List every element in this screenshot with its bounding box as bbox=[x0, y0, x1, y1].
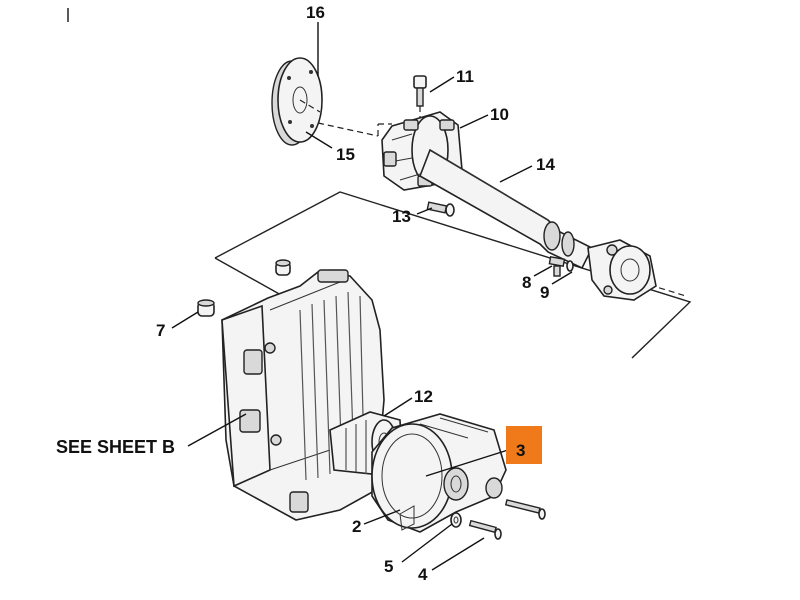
assembly-outline bbox=[214, 122, 692, 359]
callout-10[interactable]: 10 bbox=[490, 105, 509, 124]
highlight-box bbox=[506, 426, 542, 464]
callout-12[interactable]: 12 bbox=[414, 387, 433, 406]
callout-7[interactable]: 7 bbox=[156, 321, 165, 340]
callout-13[interactable]: 13 bbox=[392, 207, 411, 226]
universal-joint bbox=[587, 239, 657, 301]
see-sheet-reference[interactable]: SEE SHEET B bbox=[56, 437, 175, 457]
bolt-and-washer-8-9 bbox=[548, 256, 574, 277]
callout-16[interactable]: 16 bbox=[306, 3, 325, 22]
plug-top bbox=[275, 259, 291, 276]
bolt-4 bbox=[468, 519, 502, 540]
callout-8[interactable]: 8 bbox=[522, 273, 531, 292]
drive-shaft bbox=[419, 148, 594, 270]
gearbox-housing bbox=[221, 269, 385, 521]
callout-14[interactable]: 14 bbox=[536, 155, 555, 174]
flange-disc bbox=[271, 57, 323, 146]
callout-11[interactable]: 11 bbox=[456, 67, 474, 86]
bolt-long bbox=[504, 499, 546, 520]
leader-lines bbox=[171, 22, 573, 571]
callout-2[interactable]: 2 bbox=[352, 517, 361, 536]
callout-3[interactable]: 3 bbox=[516, 441, 525, 460]
washer-5 bbox=[450, 512, 462, 528]
callout-4[interactable]: 4 bbox=[418, 565, 428, 584]
plug-7 bbox=[197, 299, 215, 317]
callout-5[interactable]: 5 bbox=[384, 557, 393, 576]
bolt-13 bbox=[426, 201, 455, 217]
callout-9[interactable]: 9 bbox=[540, 283, 549, 302]
callout-15[interactable]: 15 bbox=[336, 145, 355, 164]
bolt-11 bbox=[413, 75, 427, 118]
bell-housing bbox=[371, 413, 507, 533]
